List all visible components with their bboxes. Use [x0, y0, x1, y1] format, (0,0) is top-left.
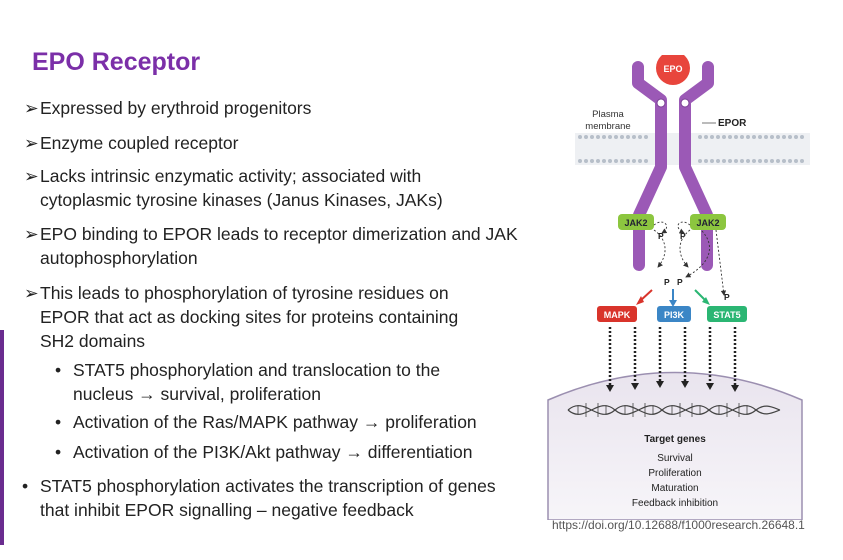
epo-ligand: EPO [656, 55, 690, 85]
sub-bullet-3: • Activation of the PI3K/Akt pathway → d… [55, 440, 525, 464]
stat5-box: STAT5 [707, 306, 747, 322]
sub-bullet-text: Activation of the Ras/MAPK pathway → pro… [73, 412, 477, 432]
plasma-membrane [575, 133, 810, 165]
sub-bullet-text: STAT5 phosphorylation and translocation … [73, 360, 441, 404]
final-bullet: • STAT5 phosphorylation activates the tr… [22, 474, 502, 522]
jak2-left: JAK2 [618, 214, 654, 230]
bullet-marker: ➢ [24, 283, 39, 303]
bullet-2: ➢ Enzyme coupled receptor [24, 131, 524, 155]
bullet-marker: ➢ [24, 133, 39, 153]
bullet-marker: ➢ [24, 224, 39, 244]
phospho-label: P [664, 277, 670, 287]
bullet-1: ➢ Expressed by erythroid progenitors [24, 96, 524, 120]
target-genes-title: Target genes [644, 434, 706, 445]
svg-text:PI3K: PI3K [664, 310, 685, 320]
dna-helix-icon [567, 403, 781, 417]
epor-receptor [632, 61, 714, 271]
target-gene-item: Maturation [651, 483, 698, 494]
plasma-membrane-label: Plasma [592, 109, 624, 120]
target-gene-item: Feedback inhibition [632, 498, 718, 509]
phospho-label: P [724, 292, 730, 302]
bullet-5: ➢ This leads to phosphorylation of tyros… [24, 281, 494, 353]
phospho-label: P [677, 277, 683, 287]
svg-text:STAT5: STAT5 [713, 310, 740, 320]
bullet-3: ➢ Lacks intrinsic enzymatic activity; as… [24, 164, 484, 212]
bullet-text: Enzyme coupled receptor [40, 133, 239, 153]
target-gene-item: Proliferation [648, 468, 701, 479]
plasma-membrane-label: membrane [585, 121, 630, 132]
sub-bullet-1: • STAT5 phosphorylation and translocatio… [55, 358, 485, 406]
epo-label: EPO [663, 64, 682, 74]
bullet-4: ➢ EPO binding to EPOR leads to receptor … [24, 222, 524, 270]
final-bullet-marker: • [22, 476, 29, 496]
bullet-marker: ➢ [24, 166, 39, 186]
sub-bullet-marker: • [55, 412, 62, 432]
bullet-marker: ➢ [24, 98, 39, 118]
bullet-text: Expressed by erythroid progenitors [40, 98, 312, 118]
mapk-box: MAPK [597, 306, 637, 322]
svg-text:JAK2: JAK2 [696, 218, 719, 228]
pi3k-box: PI3K [657, 306, 691, 322]
epor-signaling-diagram: EPO Plasma membrane EPOR JAK2 JAK2 P P P… [547, 55, 810, 520]
doi-citation: https://doi.org/10.12688/f1000research.2… [552, 518, 805, 532]
epor-label: EPOR [718, 118, 747, 129]
final-bullet-text: STAT5 phosphorylation activates the tran… [40, 476, 496, 520]
sub-bullet-marker: • [55, 360, 62, 380]
target-gene-item: Survival [657, 453, 693, 464]
phospho-label: P [658, 231, 664, 241]
jak2-right: JAK2 [690, 214, 726, 230]
stat5-arrow [694, 289, 707, 302]
sub-bullet-text: Activation of the PI3K/Akt pathway → dif… [73, 442, 473, 462]
sub-bullet-2: • Activation of the Ras/MAPK pathway → p… [55, 410, 525, 434]
sub-bullet-marker: • [55, 442, 62, 462]
bullet-text: EPO binding to EPOR leads to receptor di… [40, 224, 518, 268]
svg-text:JAK2: JAK2 [624, 218, 647, 228]
bullet-text: Lacks intrinsic enzymatic activity; asso… [40, 166, 443, 210]
nucleus [547, 371, 803, 520]
phospho-label: P [680, 231, 686, 241]
left-accent-bar [0, 330, 4, 545]
slide-title: EPO Receptor [32, 48, 201, 76]
bullet-text: This leads to phosphorylation of tyrosin… [40, 283, 459, 351]
svg-text:MAPK: MAPK [604, 310, 631, 320]
